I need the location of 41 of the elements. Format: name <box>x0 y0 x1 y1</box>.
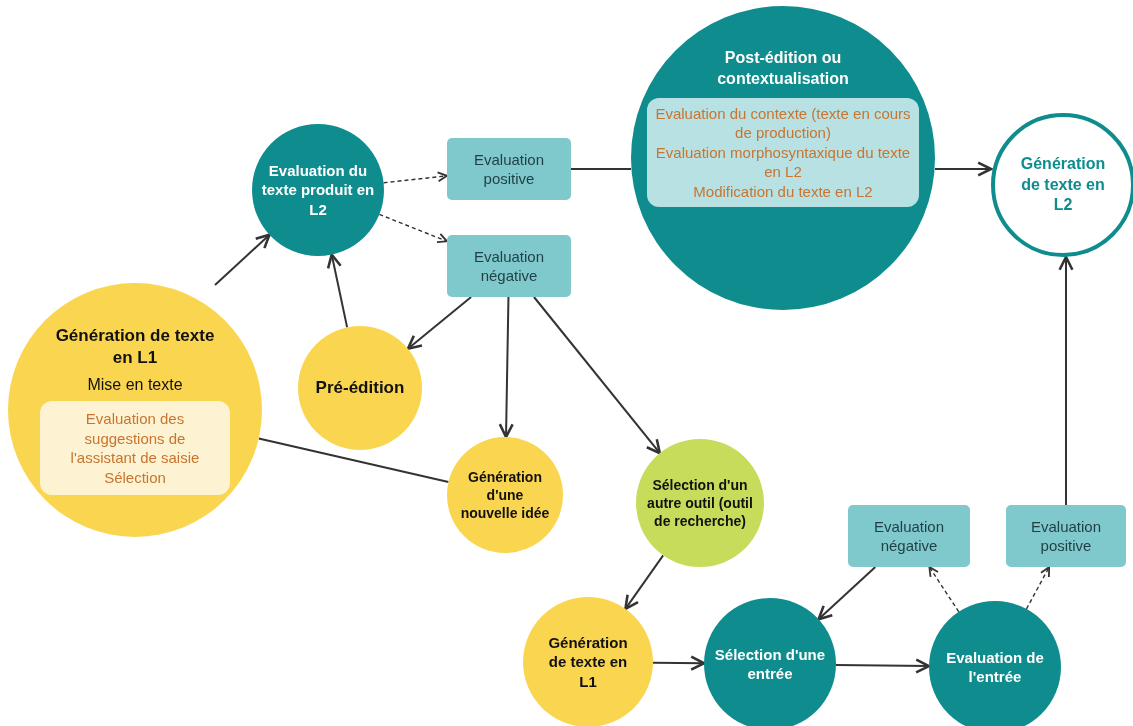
node-text: Evaluation négative <box>872 516 946 556</box>
node-text: Evaluation positive <box>472 149 546 189</box>
node-text: Evaluation du contexte (texte en cours de production) <box>655 103 911 143</box>
arrow <box>498 296 514 439</box>
arrow <box>406 296 473 350</box>
activity-panel <box>40 401 230 496</box>
arrow <box>928 566 960 613</box>
node-title: Génération de texte en L1 <box>55 324 215 369</box>
arrow <box>934 161 993 177</box>
node-title: Post-édition ou contextualisation <box>716 48 850 89</box>
arrow <box>835 658 931 674</box>
node-text: Mise en texte <box>87 374 183 395</box>
node-title: Génération d'une nouvelle idée <box>459 467 551 523</box>
arrow <box>624 554 665 611</box>
node-title: Sélection d'un autre outil (outil de recherche) <box>646 475 754 531</box>
node-text: Evaluation des suggestions de l'assistant de saisie <box>69 409 201 468</box>
node-title: Pré-édition <box>315 376 405 399</box>
node-title: Génération de texte en L2 <box>1019 153 1107 216</box>
node-title: Sélection d'une entrée <box>714 644 826 684</box>
arrow <box>817 566 877 621</box>
arrow <box>326 253 349 329</box>
arrow <box>533 296 662 455</box>
evaluation-box <box>1006 505 1126 567</box>
node-text: Evaluation positive <box>1029 516 1103 556</box>
arrow <box>1058 255 1074 506</box>
node-text: Modification du texte en L2 <box>693 181 873 202</box>
evaluation-box <box>447 138 571 200</box>
activity-panel <box>647 97 919 208</box>
arrow <box>382 171 448 184</box>
node-text: Evaluation négative <box>472 246 546 286</box>
node-title: Evaluation du texte produit en L2 <box>260 160 376 220</box>
evaluation-box <box>447 235 571 297</box>
evaluation-box <box>848 505 970 567</box>
node-title: Evaluation de l'entrée <box>945 647 1045 687</box>
arrow <box>214 233 271 286</box>
node-text: Sélection <box>104 468 166 488</box>
arrow <box>378 213 448 244</box>
arrow <box>1025 566 1051 610</box>
node-title: Génération de texte en L1 <box>547 632 629 692</box>
arrow <box>652 655 706 671</box>
node-text: Evaluation morphosyntaxique du texte en L2 <box>655 142 911 182</box>
